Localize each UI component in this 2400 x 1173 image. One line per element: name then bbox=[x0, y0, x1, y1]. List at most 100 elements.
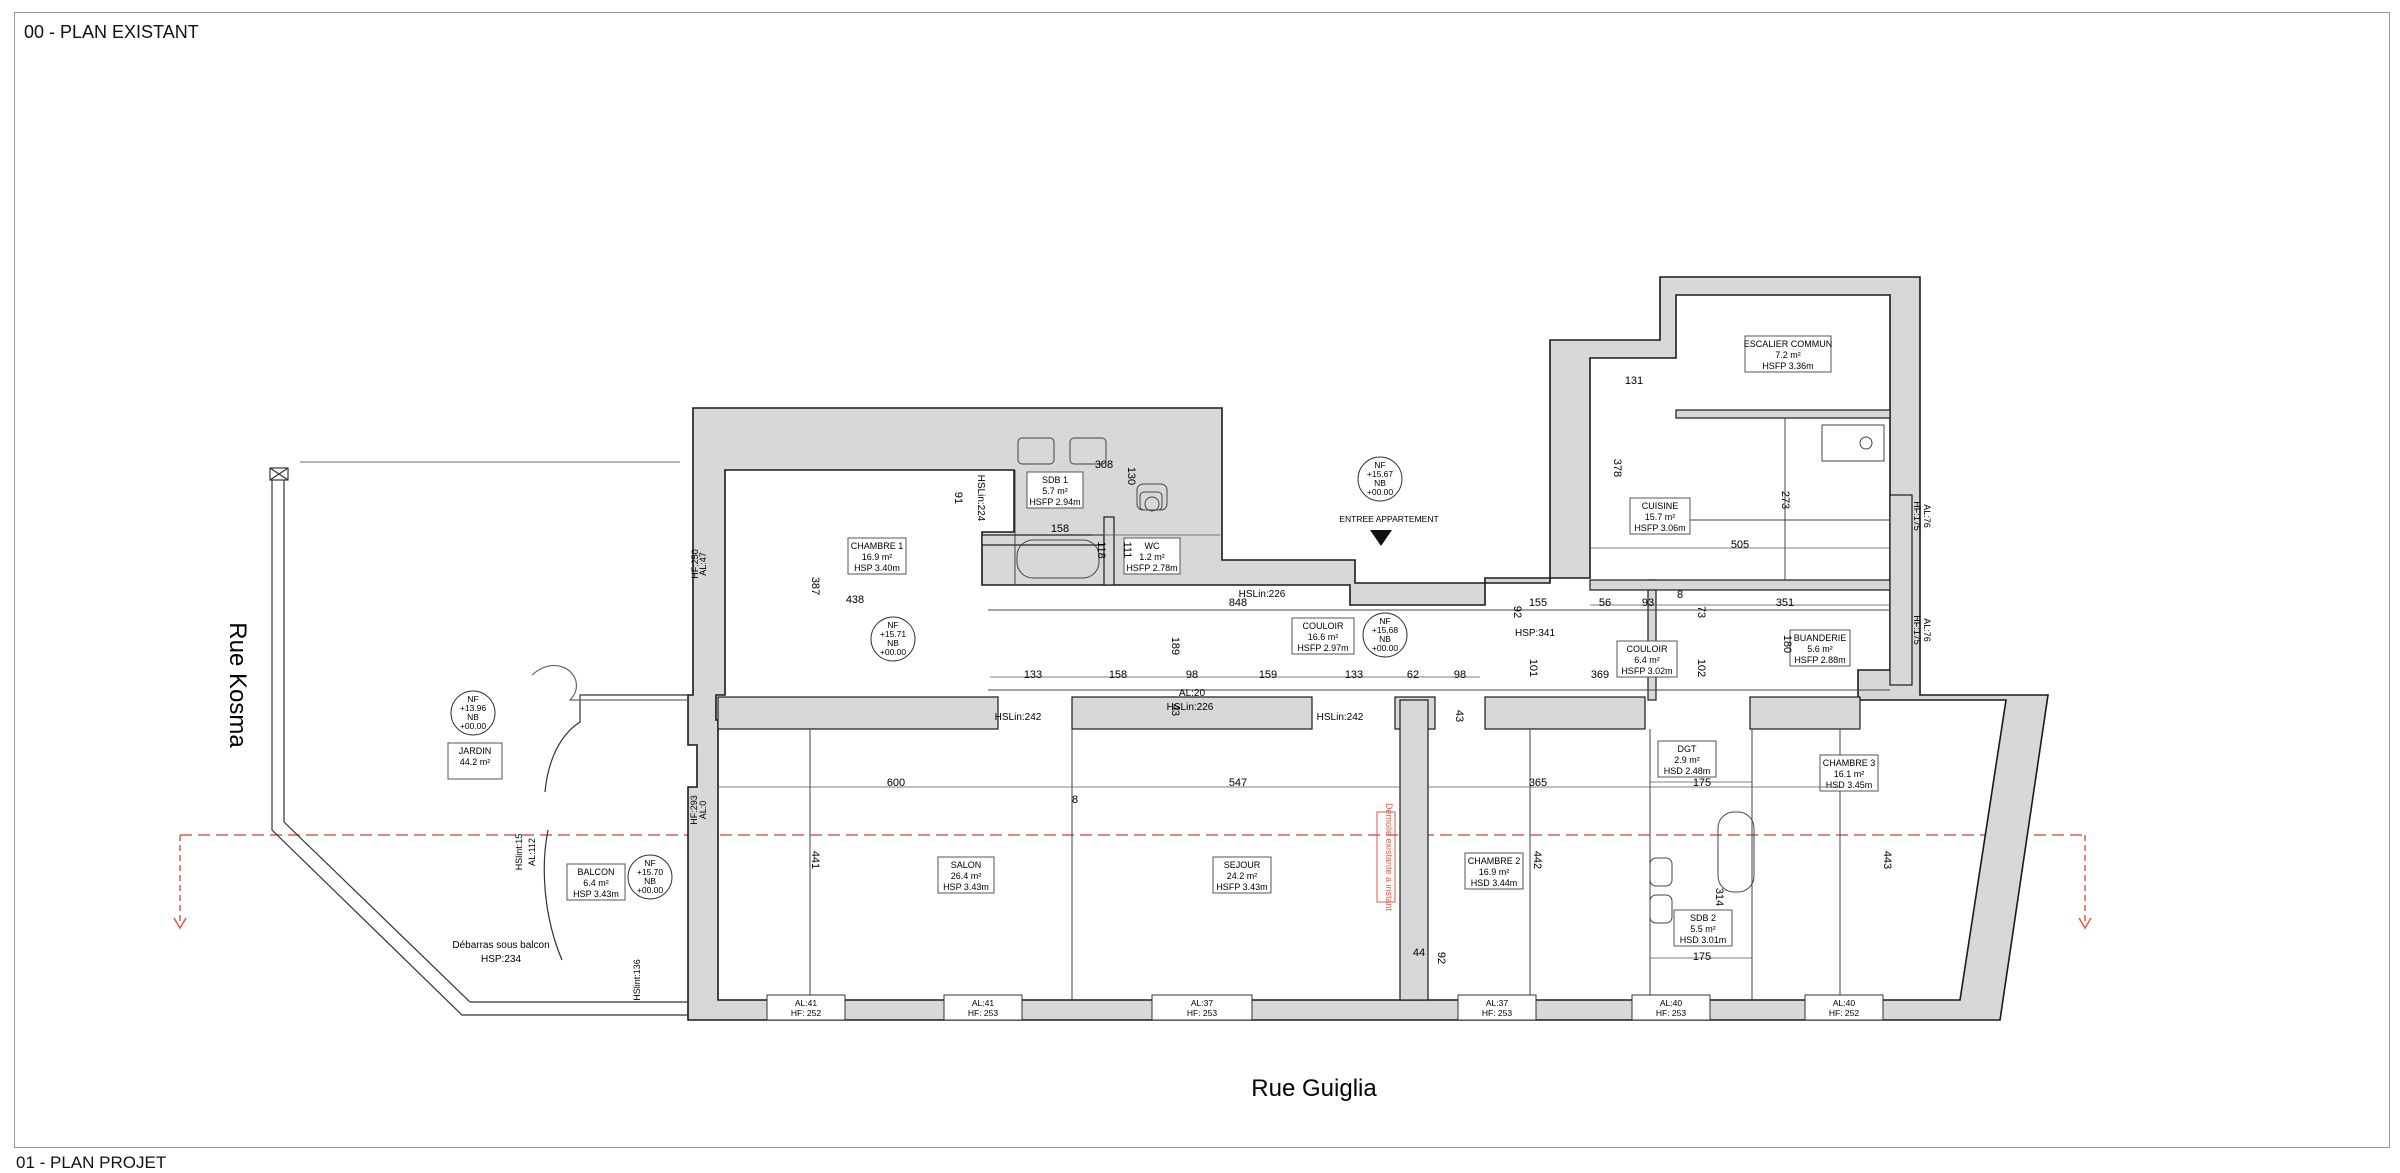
svg-text:AL:40: AL:40 bbox=[1833, 998, 1855, 1008]
svg-text:HSD 3.01m: HSD 3.01m bbox=[1680, 935, 1727, 945]
svg-text:HSLin:242: HSLin:242 bbox=[1317, 712, 1364, 723]
level-marker: NF +15.68 NB +00.00 bbox=[1362, 612, 1408, 658]
dimension-label: 351 bbox=[1776, 597, 1794, 609]
svg-text:NF: NF bbox=[467, 694, 478, 704]
sheet-frame bbox=[14, 12, 2390, 1148]
svg-text:HSLin:226: HSLin:226 bbox=[1239, 589, 1286, 600]
svg-text:HF:250: HF:250 bbox=[690, 549, 700, 579]
svg-text:+15.70: +15.70 bbox=[637, 867, 664, 877]
svg-text:+00.00: +00.00 bbox=[637, 885, 664, 895]
level-marker: NF +15.70 NB +00.00 bbox=[627, 854, 673, 900]
svg-text:+00.00: +00.00 bbox=[880, 647, 907, 657]
svg-text:HSFP 3.06m: HSFP 3.06m bbox=[1634, 523, 1685, 533]
svg-text:HF: 253: HF: 253 bbox=[1187, 1008, 1218, 1018]
dimension-label: 387 bbox=[809, 577, 821, 595]
svg-text:26.4 m²: 26.4 m² bbox=[951, 871, 982, 881]
dimension-label: 158 bbox=[1109, 669, 1127, 681]
svg-text:AL:20: AL:20 bbox=[1179, 688, 1206, 699]
dimension-label: 130 bbox=[1125, 467, 1137, 485]
street-name-south: Rue Guiglia bbox=[1251, 1075, 1377, 1102]
dimension-label: 314 bbox=[1713, 888, 1725, 906]
svg-text:HSFP 2.88m: HSFP 2.88m bbox=[1794, 655, 1845, 665]
svg-text:NB: NB bbox=[644, 876, 656, 886]
dimension-label: 441 bbox=[809, 851, 821, 869]
side-notes: AL:47 HF:250 AL:0 HF:293 AL:112 HSlint:1… bbox=[514, 501, 1932, 1001]
svg-text:CUISINE: CUISINE bbox=[1642, 501, 1679, 511]
dimension-label: 365 bbox=[1529, 777, 1547, 789]
svg-text:44.2 m²: 44.2 m² bbox=[460, 757, 491, 767]
dimension-label: 547 bbox=[1229, 777, 1247, 789]
dimension-label: 111 bbox=[1121, 542, 1133, 559]
svg-text:HSFP 3.36m: HSFP 3.36m bbox=[1762, 361, 1813, 371]
svg-text:BALCON: BALCON bbox=[577, 867, 614, 877]
svg-text:SDB 2: SDB 2 bbox=[1690, 913, 1716, 923]
svg-text:HSlint:136: HSlint:136 bbox=[632, 959, 642, 1001]
dimension-label: 101 bbox=[1527, 659, 1539, 677]
svg-text:HSP 3.43m: HSP 3.43m bbox=[573, 889, 619, 899]
svg-text:5.5 m²: 5.5 m² bbox=[1690, 924, 1716, 934]
svg-text:HF: 253: HF: 253 bbox=[968, 1008, 999, 1018]
svg-text:CHAMBRE 1: CHAMBRE 1 bbox=[851, 541, 904, 551]
dimension-label: 56 bbox=[1599, 597, 1611, 609]
room-lines bbox=[809, 418, 1890, 1000]
entrance-label: ENTREE APPARTEMENT bbox=[1339, 514, 1438, 524]
svg-text:HSLin:224: HSLin:224 bbox=[975, 475, 986, 522]
fixtures bbox=[1016, 424, 1885, 924]
ceiling-notes: HSLin:226 HSLin:242 HSLin:226 HSLin:242 … bbox=[975, 475, 1555, 723]
dimension-label: 43 bbox=[1453, 710, 1465, 722]
svg-text:AL:41: AL:41 bbox=[795, 998, 817, 1008]
svg-text:HSD 3.45m: HSD 3.45m bbox=[1826, 780, 1873, 790]
dimension-label: 378 bbox=[1611, 459, 1623, 477]
dimension-label: 442 bbox=[1531, 851, 1543, 869]
svg-text:NB: NB bbox=[1379, 634, 1391, 644]
dimension-label: 93 bbox=[1642, 597, 1654, 609]
svg-text:HSP:234: HSP:234 bbox=[481, 954, 521, 965]
svg-text:AL:112: AL:112 bbox=[527, 838, 537, 866]
dimension-label: 98 bbox=[1186, 669, 1198, 681]
dimension-label: 438 bbox=[846, 594, 864, 606]
svg-text:16.9 m²: 16.9 m² bbox=[1479, 867, 1510, 877]
svg-text:NF: NF bbox=[887, 620, 898, 630]
dimension-labels: 308 130 91 158 118 111 387 438 848 189 1… bbox=[809, 375, 1893, 964]
svg-text:16.1 m²: 16.1 m² bbox=[1834, 769, 1865, 779]
svg-text:AL:76: AL:76 bbox=[1922, 618, 1932, 642]
svg-text:AL:47: AL:47 bbox=[698, 552, 708, 576]
walls bbox=[687, 276, 2049, 1021]
svg-text:7.2 m²: 7.2 m² bbox=[1775, 350, 1801, 360]
svg-text:NF: NF bbox=[1374, 460, 1385, 470]
partitions bbox=[717, 409, 1913, 1001]
svg-text:+13.96: +13.96 bbox=[460, 703, 487, 713]
dimension-label: 308 bbox=[1095, 459, 1113, 471]
dimension-label: 8 bbox=[1072, 794, 1078, 806]
svg-text:+15.68: +15.68 bbox=[1372, 625, 1399, 635]
svg-text:HSlint:15: HSlint:15 bbox=[514, 834, 524, 871]
sheet-title: 00 - PLAN EXISTANT bbox=[24, 22, 199, 42]
svg-text:5.6 m²: 5.6 m² bbox=[1807, 644, 1833, 654]
svg-text:+15.67: +15.67 bbox=[1367, 469, 1394, 479]
svg-text:COULOIR: COULOIR bbox=[1302, 621, 1344, 631]
svg-text:1.2 m²: 1.2 m² bbox=[1139, 552, 1165, 562]
svg-text:HSFP 3.02m: HSFP 3.02m bbox=[1621, 666, 1672, 676]
svg-text:AL:37: AL:37 bbox=[1191, 998, 1213, 1008]
dimension-label: 98 bbox=[1454, 669, 1466, 681]
demolish-note: Demolie existante a instant bbox=[1376, 803, 1396, 912]
debarras-note: Débarras sous balcon HSP:234 bbox=[452, 940, 549, 965]
svg-text:AL:0: AL:0 bbox=[698, 801, 708, 820]
section-line bbox=[173, 834, 2092, 930]
svg-text:HF: 253: HF: 253 bbox=[1482, 1008, 1513, 1018]
svg-text:HF: 252: HF: 252 bbox=[791, 1008, 822, 1018]
svg-text:NB: NB bbox=[1374, 478, 1386, 488]
svg-text:NB: NB bbox=[467, 712, 479, 722]
svg-text:+00.00: +00.00 bbox=[1367, 487, 1394, 497]
dimension-label: 505 bbox=[1731, 539, 1749, 551]
